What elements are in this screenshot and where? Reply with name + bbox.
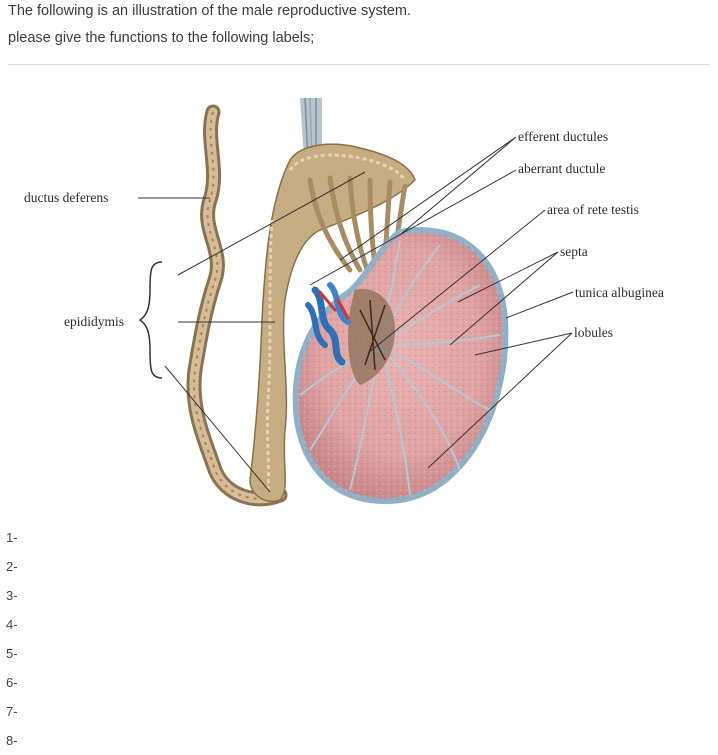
label-area-of-rete-testis: area of rete testis	[547, 202, 639, 217]
question-intro-text: The following is an illustration of the …	[8, 3, 411, 19]
answer-item-2: 2-	[6, 559, 18, 574]
answer-item-4: 4-	[6, 617, 18, 632]
reproductive-system-illustration: ductus deferens epididymis efferent duct…	[0, 80, 718, 520]
label-ductus-deferens: ductus deferens	[24, 190, 108, 205]
answer-item-5: 5-	[6, 646, 18, 661]
answer-item-7: 7-	[6, 704, 18, 719]
testis	[292, 227, 509, 505]
answer-item-1: 1-	[6, 530, 18, 545]
label-efferent-ductules: efferent ductules	[518, 129, 608, 144]
label-septa: septa	[560, 244, 588, 259]
question-instruction-text: please give the functions to the followi…	[8, 30, 315, 46]
answer-item-6: 6-	[6, 675, 18, 690]
rete-testis-region	[348, 289, 395, 385]
ductus-deferens	[186, 104, 288, 507]
label-lobules: lobules	[574, 325, 613, 340]
answer-item-3: 3-	[6, 588, 18, 603]
label-tunica-albuginea: tunica albuginea	[575, 285, 664, 300]
leader-lines	[138, 136, 574, 493]
epididymis-brace	[138, 261, 163, 379]
epididymis	[249, 143, 416, 502]
label-aberrant-ductule: aberrant ductule	[518, 161, 605, 176]
divider	[8, 64, 710, 65]
answer-item-8: 8-	[6, 733, 18, 748]
testis-epididymis-diagram: ductus deferens epididymis efferent duct…	[24, 97, 664, 507]
answer-list: 1- 2- 3- 4- 5- 6- 7- 8-	[6, 523, 18, 755]
label-epididymis: epididymis	[64, 314, 124, 329]
blood-vessels	[305, 282, 351, 366]
